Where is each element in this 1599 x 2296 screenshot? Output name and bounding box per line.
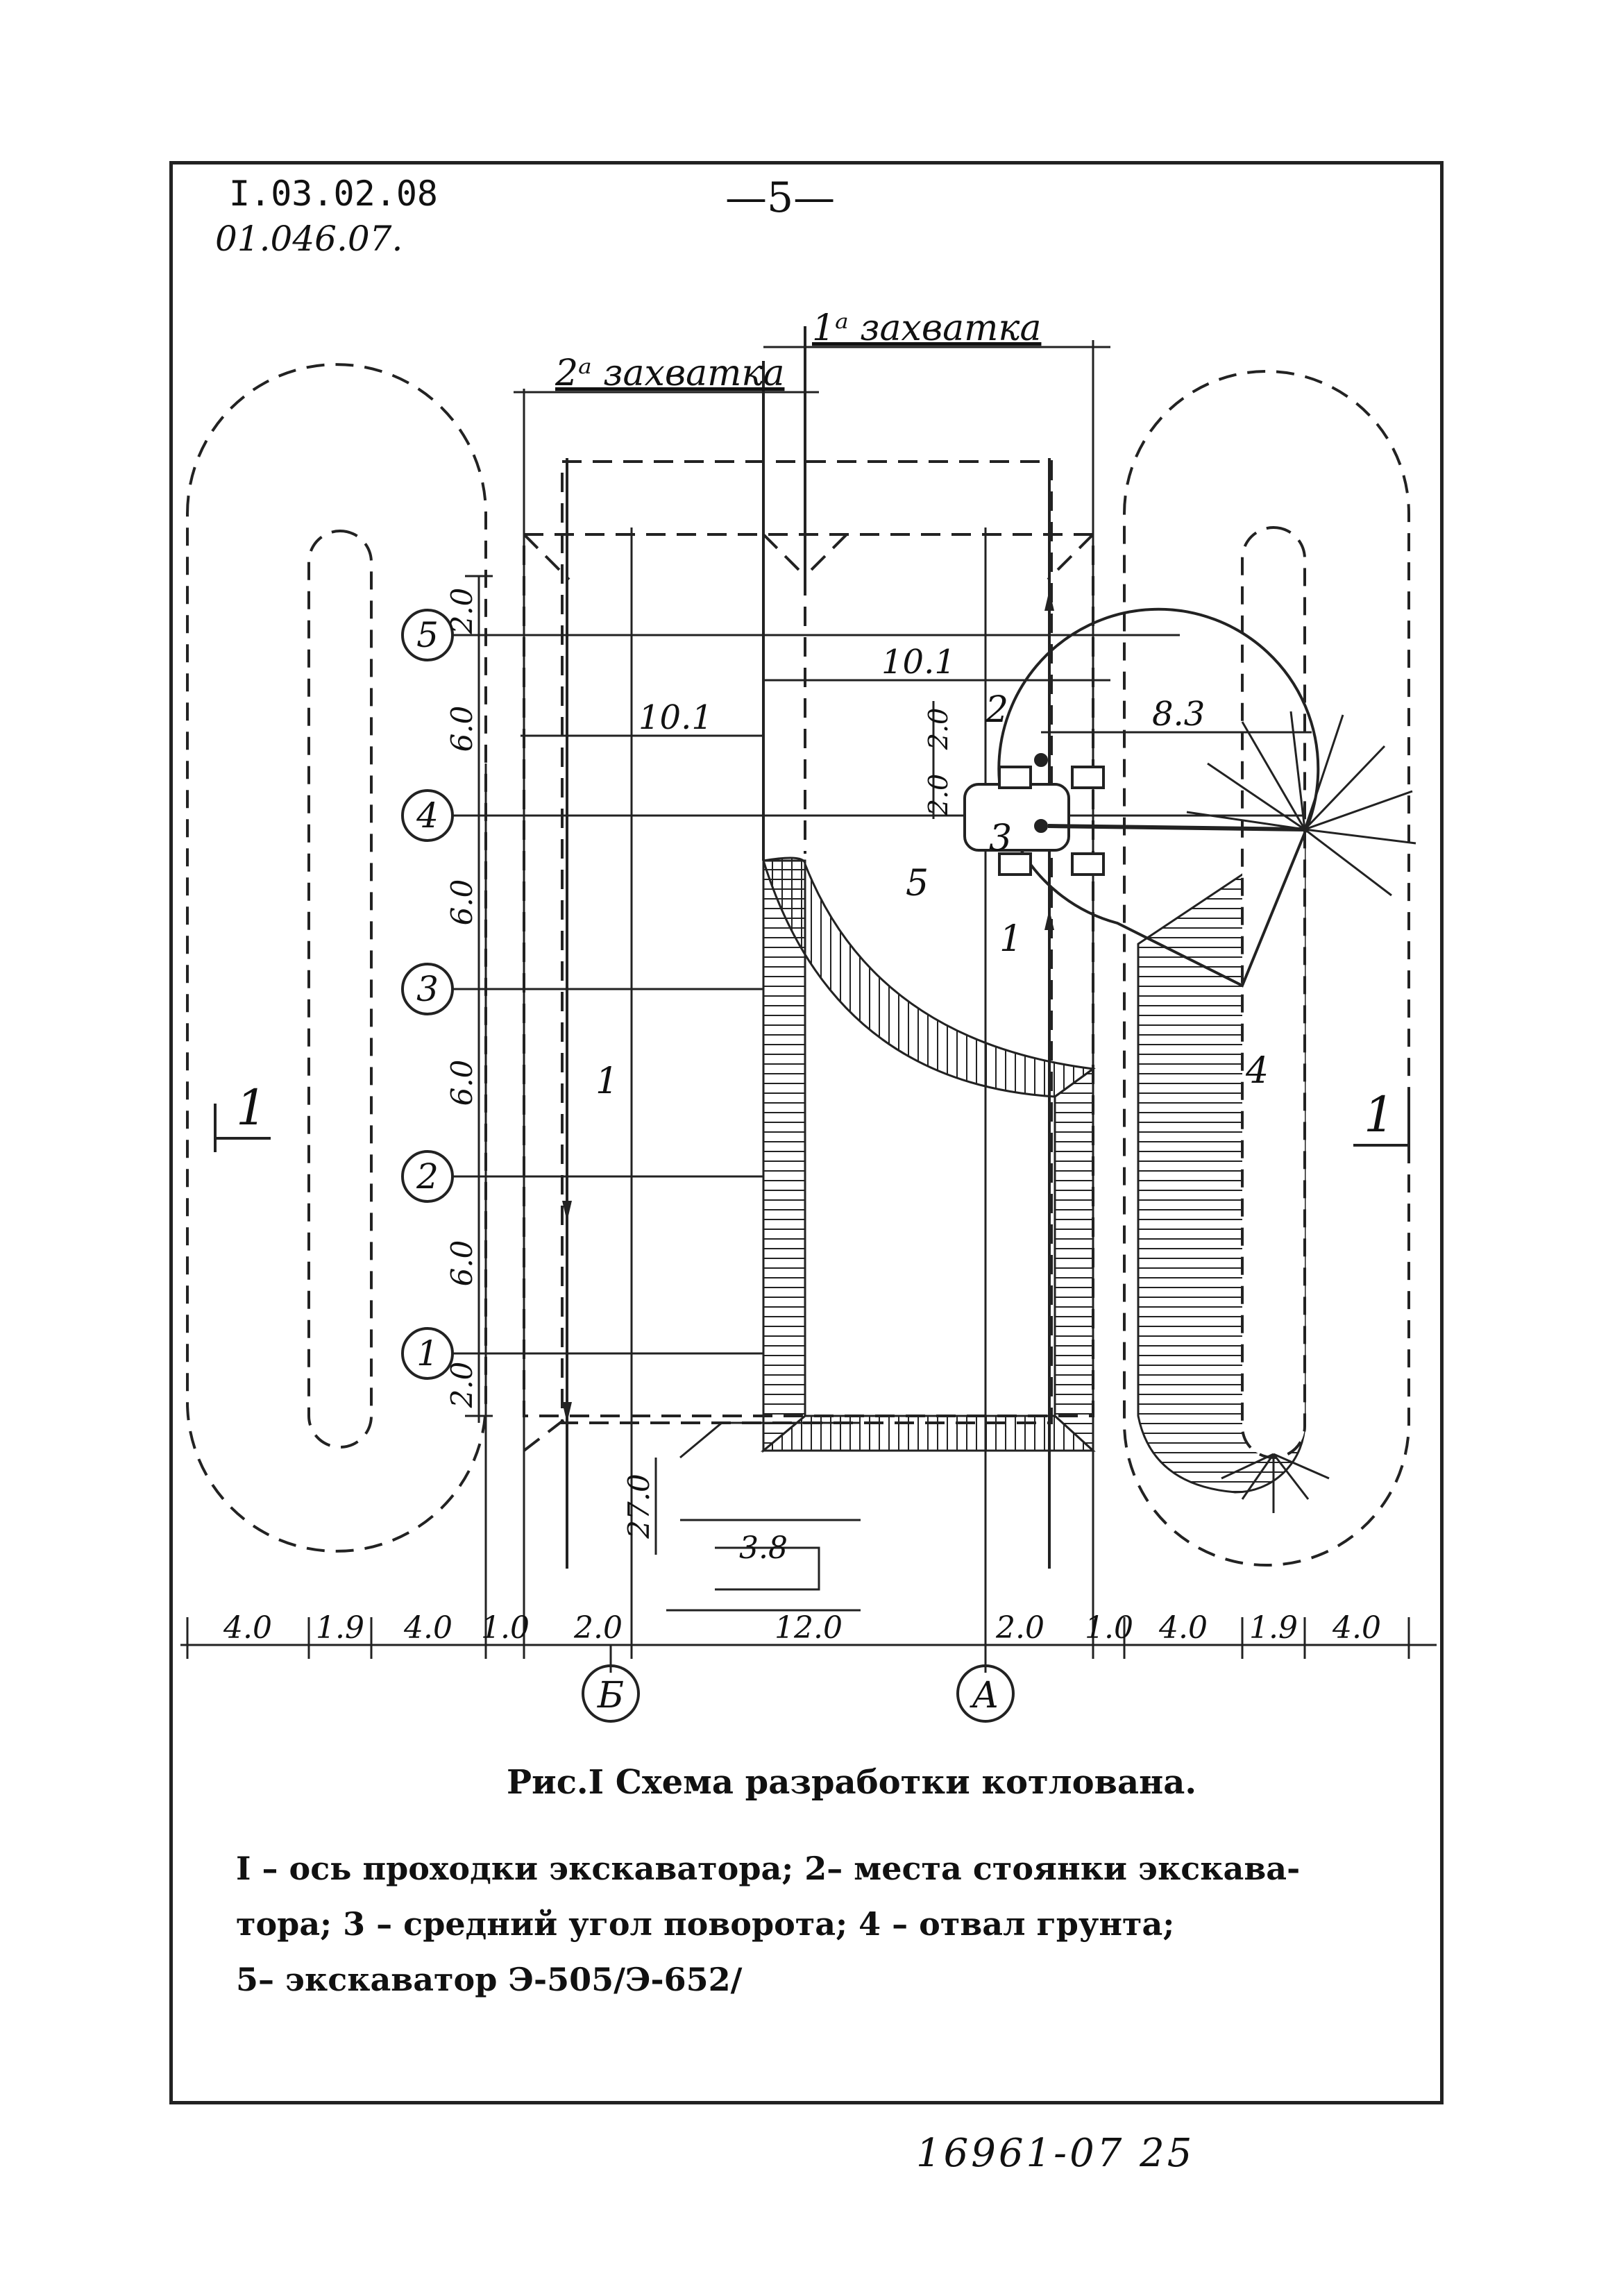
excavator-icon [963,753,1305,876]
stage-2-label: 2ᵃ захватка [555,353,784,394]
row-axis-2: 2 [416,1156,439,1197]
axis-b-circle [582,1664,640,1723]
excavator-dim-b: 2.0 [923,774,954,816]
span-left-dim: 10.1 [638,698,713,737]
dim-h-1: 1.9 [316,1610,364,1646]
drawing-frame [169,161,1444,2104]
excavator-travel-axes [566,326,1051,1569]
dim-h-3: 1.0 [481,1610,530,1646]
dim-v-0: 2.0 [445,588,479,635]
legend-line-1: I – ось проходки экскаватора; 2– места с… [236,1850,1301,1887]
row-axis-5: 5 [416,615,439,655]
callout-1-left: 1 [595,1061,618,1102]
document-code: I.03.02.08 [229,174,439,214]
dim-h-8: 4.0 [1158,1610,1208,1646]
row-axis-1: 1 [416,1333,439,1374]
figure-caption: Рис.I Схема разработки котлована. [507,1763,1197,1802]
dim-v-3: 6.0 [445,1060,479,1106]
page-number: —5— [725,174,836,222]
axis-a-label: А [969,1675,999,1716]
callout-4: 4 [1245,1050,1269,1092]
excavator-dim-a: 2.0 [923,708,954,750]
stage-1-label: 1ᵃ захватка [812,307,1041,349]
axis-b-label: Б [597,1675,624,1716]
callout-1-right: 1 [999,918,1022,960]
column-axis-lines [609,1645,987,1673]
footer-number: 16961-07 25 [916,2131,1195,2176]
dim-v-4: 6.0 [445,1240,479,1287]
dim-v-6: 27.0 [622,1474,656,1539]
stage-dimension-lines [484,340,1110,1631]
legend-line-2: тора; 3 – средний угол поворота; 4 – отв… [236,1905,1175,1943]
span-right-dim: 10.1 [881,643,956,682]
dim-h-2: 4.0 [403,1610,452,1646]
callout-2: 2 [985,689,1008,731]
dim-v-5: 2.0 [445,1362,479,1409]
vertical-dimension-chain [465,575,493,1423]
ramp-dim: 3.8 [739,1530,788,1566]
dim-h-10: 4.0 [1332,1610,1381,1646]
document-subcode: 01.046.07. [215,219,403,259]
dim-h-4: 2.0 [573,1610,623,1646]
dim-h-6: 2.0 [995,1610,1044,1646]
dim-h-5: 12.0 [775,1610,843,1646]
callout-3: 3 [989,818,1012,859]
dim-h-7: 1.0 [1085,1610,1133,1646]
row-axis-markers [401,609,454,1380]
legend-line-3: 5– экскаватор Э-505/Э-652/ [236,1961,743,1998]
right-soil-dump [997,370,1416,1567]
axis-arrows [562,590,1054,1423]
row-axis-4: 4 [416,795,439,836]
callout-5: 5 [906,863,929,904]
dim-v-2: 6.0 [445,879,479,926]
axis-a-circle [956,1664,1015,1723]
section-mark-right: 1 [1364,1086,1395,1143]
section-mark-left: 1 [236,1079,267,1136]
excavator-dimension-lines [763,679,1312,819]
dim-v-1: 6.0 [445,706,479,752]
excavated-trench [760,856,1096,1453]
row-axis-3: 3 [416,969,439,1009]
dim-h-0: 4.0 [223,1610,272,1646]
access-ramp [654,1421,861,1612]
dim-h-9: 1.9 [1249,1610,1298,1646]
boom-dim: 8.3 [1152,695,1205,734]
